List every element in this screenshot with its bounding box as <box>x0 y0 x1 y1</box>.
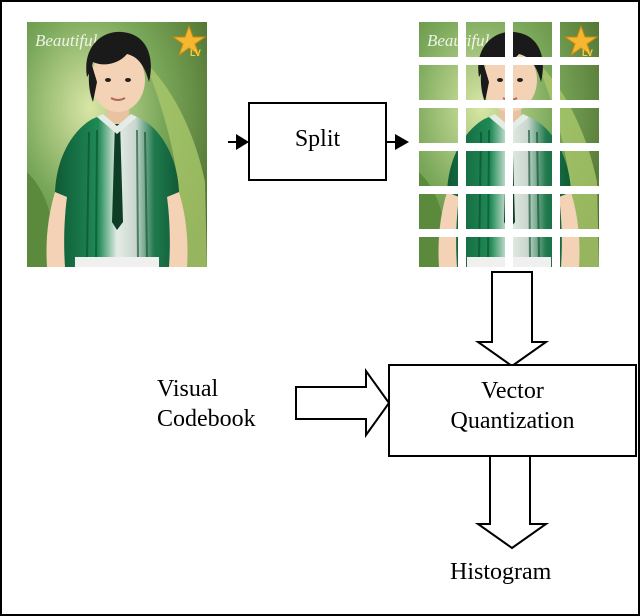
vq-label-line2: Quantization <box>450 408 575 434</box>
split-label: Split <box>294 126 341 152</box>
vq-box <box>388 364 637 457</box>
codebook-label-line2: Codebook <box>157 406 256 432</box>
split-box <box>248 102 387 181</box>
arrow-codebook-to-vq <box>295 367 391 439</box>
arrow-grid-to-vq <box>474 271 550 368</box>
arrow-vq-to-histogram <box>474 455 550 550</box>
histogram-label: Histogram <box>450 559 552 585</box>
arrow-split-to-grid <box>386 134 409 150</box>
vq-label-line1: Vector <box>481 378 544 404</box>
split-grid-image <box>419 22 599 267</box>
arrow-image-to-split <box>228 134 249 150</box>
codebook-label-line1: Visual <box>157 376 219 402</box>
input-image <box>26 21 208 268</box>
